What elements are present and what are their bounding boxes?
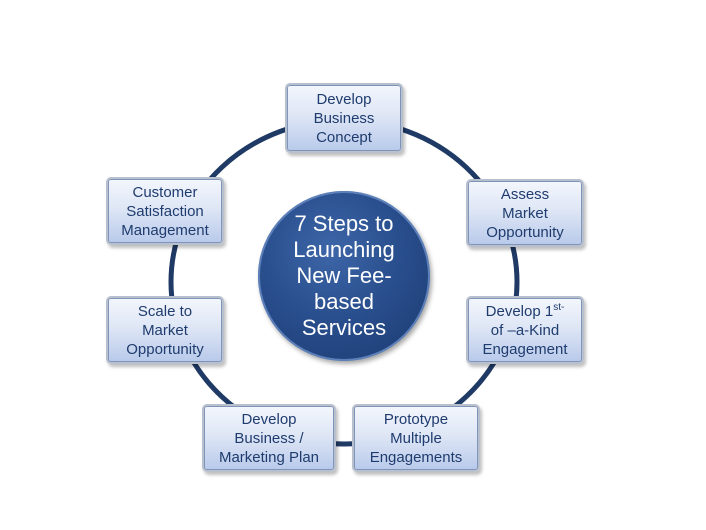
center-line-1: 7 Steps to	[294, 211, 394, 236]
step-develop-business-marketing-plan: Develop Business / Marketing Plan	[202, 404, 336, 472]
step-5-line-3: Marketing Plan	[218, 448, 320, 466]
step-7-line-3: Management	[121, 221, 209, 239]
center-line-5: Services	[301, 315, 387, 340]
step-2-line-3: Opportunity	[486, 223, 564, 241]
step-3-line-3: Engagement	[482, 340, 568, 358]
step-4-line-2: Multiple	[390, 429, 442, 447]
step-2-line-2: Market	[502, 204, 548, 222]
step-prototype-multiple-engagements: Prototype Multiple Engagements	[352, 404, 480, 472]
center-circle: 7 Steps to Launching New Fee- based Serv…	[258, 191, 430, 361]
center-line-2: Launching	[293, 237, 395, 262]
step-5-line-2: Business /	[234, 429, 304, 447]
step-3-line-1: Develop 1st-	[482, 302, 567, 321]
step-6-line-2: Market	[142, 321, 188, 339]
step-assess-market-opportunity: Assess Market Opportunity	[466, 179, 584, 247]
step-customer-satisfaction-management: Customer Satisfaction Management	[106, 177, 224, 245]
step-4-line-1: Prototype	[383, 410, 449, 428]
step-6-line-3: Opportunity	[126, 340, 204, 358]
step-3-line-1-text: Develop 1	[485, 302, 554, 320]
step-scale-to-market-opportunity: Scale to Market Opportunity	[106, 296, 224, 364]
step-5-line-1: Develop	[241, 410, 297, 428]
step-1-line-3: Concept	[316, 128, 372, 146]
step-1-line-2: Business	[313, 109, 375, 127]
step-3-line-2: of –a-Kind	[490, 321, 560, 339]
step-6-line-1: Scale to	[137, 302, 193, 320]
step-3-line-1-superscript: st-	[553, 301, 565, 313]
step-4-line-3: Engagements	[369, 448, 463, 466]
step-7-line-2: Satisfaction	[126, 202, 204, 220]
step-develop-business-concept: Develop Business Concept	[285, 83, 403, 153]
step-7-line-1: Customer	[132, 183, 198, 201]
center-line-4: based	[314, 289, 374, 314]
step-2-line-1: Assess	[500, 185, 550, 203]
center-line-3: New Fee-	[296, 263, 392, 288]
step-1-line-1: Develop	[316, 90, 372, 108]
step-develop-first-of-a-kind-engagement: Develop 1st- of –a-Kind Engagement	[466, 296, 584, 364]
